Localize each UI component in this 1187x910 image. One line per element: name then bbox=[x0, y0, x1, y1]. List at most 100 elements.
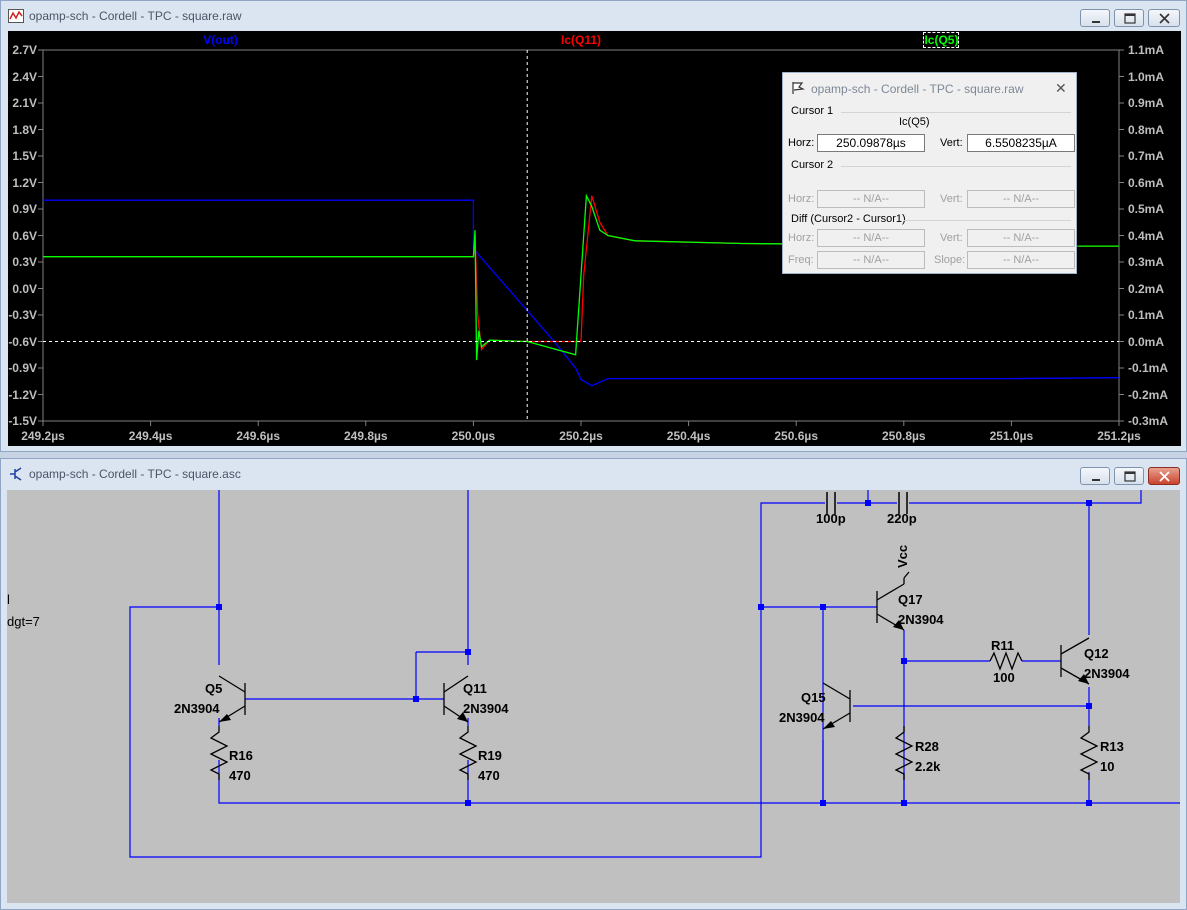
plot-canvas[interactable] bbox=[8, 31, 1181, 446]
trace-label-ic-q11-[interactable]: Ic(Q11) bbox=[560, 33, 602, 47]
y-left-tick-label: -0.6V bbox=[8, 334, 37, 349]
y-left-tick-label: 2.7V bbox=[12, 43, 37, 57]
diff-vert-label: Vert: bbox=[940, 232, 963, 244]
diff-horz-label: Horz: bbox=[788, 232, 815, 244]
schematic-partial-text-1: l bbox=[7, 592, 10, 607]
schematic-maximize-button[interactable] bbox=[1114, 467, 1144, 485]
y-right-tick-label: 1.0mA bbox=[1128, 69, 1165, 84]
schematic-wires[interactable] bbox=[7, 490, 1180, 903]
waveform-maximize-button[interactable] bbox=[1114, 9, 1144, 27]
y-right-tick-label: 0.0mA bbox=[1128, 334, 1165, 349]
y-right-tick-label: 0.9mA bbox=[1128, 96, 1165, 110]
r11-value[interactable]: 100 bbox=[993, 670, 1015, 685]
y-left-tick-label: 1.8V bbox=[12, 122, 37, 137]
x-tick-label: 249.4µs bbox=[128, 429, 173, 443]
cursor-dialog-title: opamp-sch - Cordell - TPC - square.raw bbox=[811, 82, 1024, 96]
cursor2-group-label: Cursor 2 bbox=[791, 159, 834, 171]
x-tick-label: 250.6µs bbox=[774, 429, 818, 443]
cursor2-horz-field: -- N/A-- bbox=[817, 190, 925, 208]
minimize-icon bbox=[1092, 21, 1100, 23]
y-right-tick-label: 0.3mA bbox=[1128, 255, 1165, 269]
r16-value[interactable]: 470 bbox=[229, 768, 251, 783]
cursor1-vert-field[interactable]: 6.5508235µA bbox=[967, 134, 1075, 152]
x-tick-label: 250.4µs bbox=[666, 429, 711, 443]
q5-model[interactable]: 2N3904 bbox=[174, 701, 220, 716]
diff-group-rule bbox=[903, 220, 1071, 221]
schematic-canvas[interactable]: l dgt=7 100p 220p Vcc Q17 2N3904 R11 100… bbox=[7, 490, 1180, 903]
y-left-tick-label: 1.5V bbox=[12, 149, 37, 163]
y-right-tick-label: 0.6mA bbox=[1128, 175, 1165, 190]
r28-value[interactable]: 2.2k bbox=[915, 759, 941, 774]
y-right-tick-label: 0.7mA bbox=[1128, 149, 1165, 163]
r16-name[interactable]: R16 bbox=[229, 748, 253, 763]
y-left-tick-label: 0.9V bbox=[12, 202, 37, 216]
waveform-window-title: opamp-sch - Cordell - TPC - square.raw bbox=[29, 9, 242, 23]
cursor1-trace-name: Ic(Q5) bbox=[899, 116, 930, 128]
y-right-tick-label: 0.5mA bbox=[1128, 202, 1165, 216]
q12-model[interactable]: 2N3904 bbox=[1084, 666, 1130, 681]
cursor-dialog-icon bbox=[792, 82, 805, 94]
r19-value[interactable]: 470 bbox=[478, 768, 500, 783]
r13-value[interactable]: 10 bbox=[1100, 759, 1115, 774]
q11-model[interactable]: 2N3904 bbox=[463, 701, 509, 716]
y-right-tick-label: -0.3mA bbox=[1128, 414, 1169, 428]
series-line-v-out- bbox=[43, 199, 1120, 387]
q12-name[interactable]: Q12 bbox=[1084, 646, 1109, 661]
schematic-minimize-button[interactable] bbox=[1080, 467, 1110, 485]
series-line-ic-q5- bbox=[43, 193, 1119, 361]
waveform-close-button[interactable] bbox=[1148, 9, 1180, 27]
y-right-tick-label: 0.2mA bbox=[1128, 281, 1165, 296]
cursor2-group-rule bbox=[841, 166, 1071, 167]
r13-name[interactable]: R13 bbox=[1100, 739, 1124, 754]
y-right-tick-label: 0.8mA bbox=[1128, 122, 1165, 137]
maximize-icon bbox=[1124, 471, 1136, 482]
y-right-tick-label: -0.2mA bbox=[1128, 387, 1169, 402]
y-right-tick-label: 1.1mA bbox=[1128, 43, 1165, 57]
schematic-close-button[interactable] bbox=[1148, 467, 1180, 485]
r11-name[interactable]: R11 bbox=[991, 638, 1015, 653]
y-left-tick-label: 0.6V bbox=[12, 228, 37, 243]
cursor1-horz-field[interactable]: 250.09878µs bbox=[817, 134, 925, 152]
diff-slope-field: -- N/A-- bbox=[967, 251, 1075, 269]
x-tick-label: 249.6µs bbox=[236, 429, 280, 443]
waveform-app-icon bbox=[8, 9, 24, 23]
y-left-tick-label: 0.0V bbox=[12, 281, 37, 296]
cursor-dialog-close-icon[interactable]: ✕ bbox=[1055, 80, 1067, 96]
cursor2-vert-field: -- N/A-- bbox=[967, 190, 1075, 208]
waveform-minimize-button[interactable] bbox=[1080, 9, 1110, 27]
cursor2-vert-label: Vert: bbox=[940, 193, 963, 205]
cursor1-vert-label: Vert: bbox=[940, 137, 963, 149]
x-tick-label: 250.0µs bbox=[451, 429, 496, 443]
waveform-titlebar[interactable]: opamp-sch - Cordell - TPC - square.raw bbox=[1, 1, 1186, 31]
q15-name[interactable]: Q15 bbox=[801, 690, 826, 705]
y-right-tick-label: 0.4mA bbox=[1128, 228, 1165, 243]
cursor2-horz-label: Horz: bbox=[788, 193, 815, 205]
q11-name[interactable]: Q11 bbox=[463, 681, 487, 696]
cursor-dialog[interactable]: opamp-sch - Cordell - TPC - square.raw ✕… bbox=[782, 72, 1077, 274]
y-left-tick-label: 2.4V bbox=[12, 69, 37, 84]
y-left-tick-label: -0.3V bbox=[8, 308, 37, 322]
y-left-tick-label: -1.2V bbox=[8, 387, 37, 402]
r19-name[interactable]: R19 bbox=[478, 748, 502, 763]
trace-label-v-out-[interactable]: V(out) bbox=[203, 33, 238, 47]
q17-name[interactable]: Q17 bbox=[898, 592, 923, 607]
q5-name[interactable]: Q5 bbox=[205, 681, 223, 696]
cursor1-group-label: Cursor 1 bbox=[791, 105, 834, 117]
maximize-icon bbox=[1124, 13, 1136, 24]
x-tick-label: 249.8µs bbox=[343, 429, 388, 443]
schematic-titlebar[interactable]: opamp-sch - Cordell - TPC - square.asc bbox=[1, 459, 1186, 489]
r28-name[interactable]: R28 bbox=[915, 739, 939, 754]
vcc-label[interactable]: Vcc bbox=[895, 544, 910, 568]
y-left-tick-label: -1.5V bbox=[8, 414, 37, 428]
minimize-icon bbox=[1092, 479, 1100, 481]
q15-model[interactable]: 2N3904 bbox=[779, 710, 825, 725]
x-tick-label: 251.0µs bbox=[989, 429, 1034, 443]
y-right-tick-label: -0.1mA bbox=[1128, 361, 1169, 375]
diff-freq-label: Freq: bbox=[788, 254, 814, 266]
y-left-tick-label: -0.9V bbox=[8, 361, 37, 375]
x-tick-label: 250.8µs bbox=[881, 429, 926, 443]
q17-model[interactable]: 2N3904 bbox=[898, 612, 944, 627]
c2-value[interactable]: 220p bbox=[887, 511, 917, 526]
trace-label-ic-q5-[interactable]: Ic(Q5) bbox=[923, 32, 960, 48]
c1-value[interactable]: 100p bbox=[816, 511, 846, 526]
